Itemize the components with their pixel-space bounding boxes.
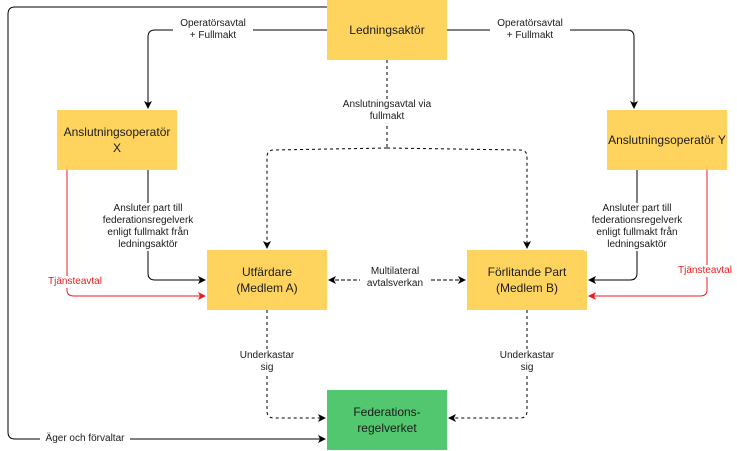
edge-tjansteavtal-left — [66, 170, 206, 300]
node-ledningsaktor-label: Ledningsaktör — [349, 23, 425, 37]
edge-operatorsavtal-left — [144, 29, 327, 109]
label-ansluter-left: Ansluter part till federationsregelverk … — [95, 203, 201, 251]
node-ledningsaktor[interactable]: Ledningsaktör — [327, 0, 447, 60]
edge-tjansteavtal-right — [588, 170, 708, 300]
label-ansluter-right: Ansluter part till federationsregelverk … — [584, 203, 690, 251]
edge-anslutningsavtal-left — [263, 147, 388, 249]
label-ager-och-forvaltar: Äger och förvaltar — [40, 433, 130, 445]
node-utfardare-label: Utfärdare (Medlem A) — [236, 265, 298, 295]
label-multilateral: Multilateral avtalsverkan — [360, 266, 430, 290]
node-federationsregelverket[interactable]: Federations- regelverket — [327, 390, 447, 450]
edge-operatorsavtal-right — [447, 29, 638, 109]
label-underkastar-left: Underkastar sig — [233, 350, 301, 374]
label-operatorsavtal-left: Operatörsavtal + Fullmakt — [173, 18, 253, 42]
label-underkastar-right: Underkastar sig — [493, 350, 561, 374]
label-tjansteavtal-left: Tjänsteavtal — [45, 276, 105, 288]
node-federationsregelverket-label: Federations- regelverket — [353, 405, 421, 435]
edge-anslutningsavtal-right — [386, 147, 531, 249]
edge-ansluter-left — [147, 170, 206, 284]
edge-ansluter-right — [588, 170, 638, 284]
node-utfardare[interactable]: Utfärdare (Medlem A) — [207, 250, 327, 310]
node-operator-x[interactable]: Anslutningsoperatör X — [57, 110, 177, 170]
label-anslutningsavtal: Anslutningsavtal via fullmakt — [332, 99, 442, 123]
label-operatorsavtal-right: Operatörsavtal + Fullmakt — [490, 18, 570, 42]
label-tjansteavtal-right: Tjänsteavtal — [675, 265, 735, 277]
node-forlitande-part-label: Förlitande Part (Medlem B) — [487, 265, 567, 295]
edge-ager — [7, 6, 327, 443]
node-operator-y[interactable]: Anslutningsoperatör Y — [607, 110, 727, 170]
node-operator-y-label: Anslutningsoperatör Y — [608, 133, 726, 147]
node-operator-x-label: Anslutningsoperatör X — [63, 125, 171, 155]
node-forlitande-part[interactable]: Förlitande Part (Medlem B) — [467, 250, 587, 310]
